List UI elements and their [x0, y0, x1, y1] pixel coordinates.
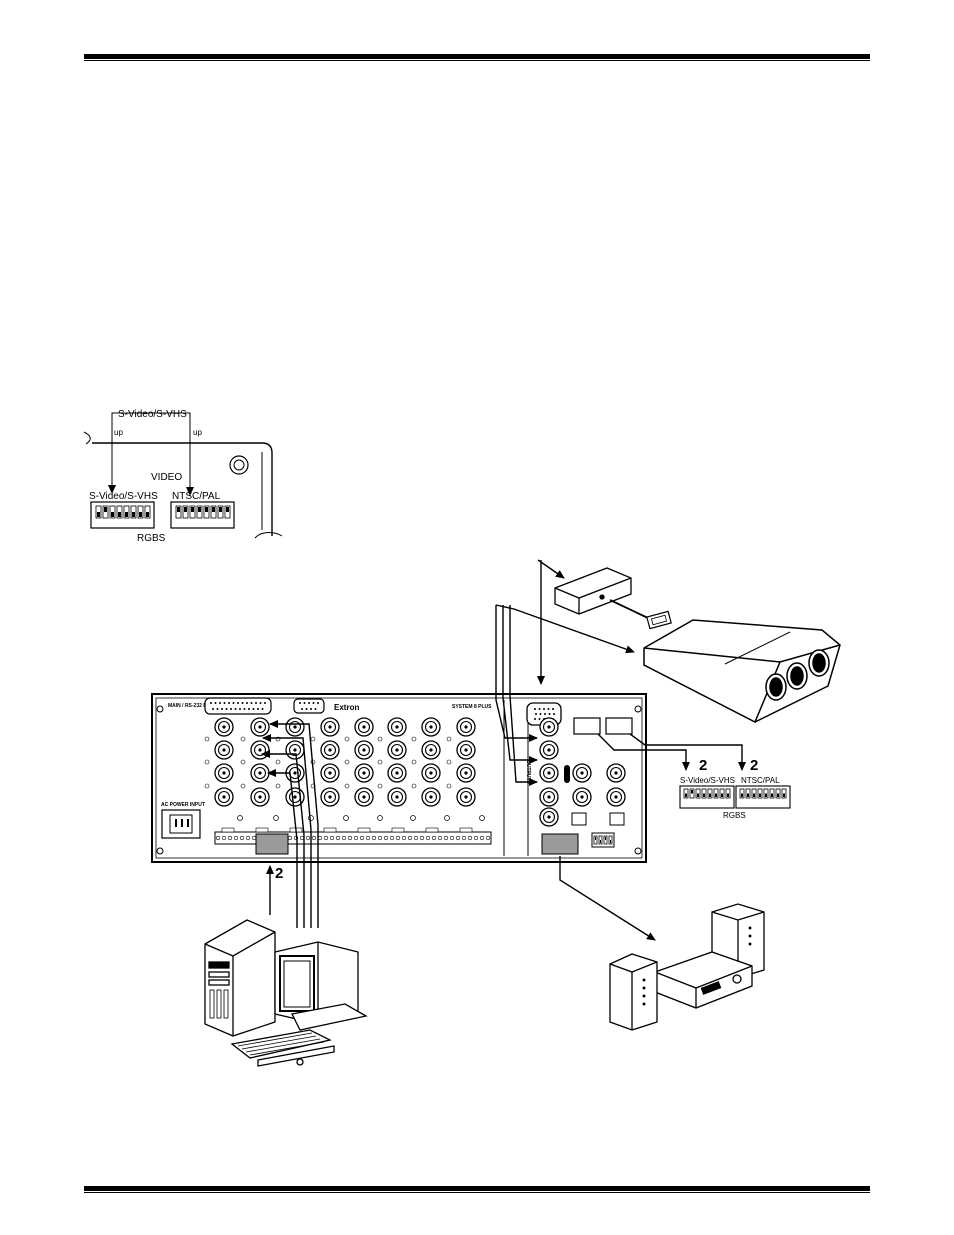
footer-rule	[84, 1186, 870, 1191]
output-dip-switch-icon	[591, 832, 615, 848]
inset-up-left: up	[114, 428, 123, 437]
header-rule-thin	[84, 60, 870, 61]
input-audio-block	[255, 833, 289, 855]
switch-count-left: 2	[699, 757, 707, 774]
screw-icon	[229, 455, 249, 475]
inset-switch-right-label: NTSC/PAL	[172, 491, 221, 502]
projector-device	[643, 619, 841, 723]
output-dip-switch-detail: S-Video/S-VHS NTSC/PAL RGBS	[679, 776, 791, 820]
db9-connector-icon	[293, 698, 325, 714]
inset-video-label: VIDEO	[151, 472, 182, 483]
rear-panel: MAIN / RS-232 REMOTE Extron SYSTEM 8 PLU…	[151, 693, 647, 863]
computer-device	[204, 919, 368, 1067]
inset-rgbs-label: RGBS	[137, 533, 166, 544]
rj-port-left-icon	[571, 812, 587, 826]
ac-power-label: AC POWER INPUT	[161, 802, 205, 808]
header-rule	[84, 54, 870, 59]
dip-switch-left	[90, 501, 155, 529]
output-switch-right	[605, 717, 633, 735]
cables	[261, 559, 746, 941]
output-audio-block	[541, 833, 579, 855]
db25-connector-icon	[204, 697, 272, 715]
right-switch-right-label: NTSC/PAL	[741, 776, 780, 785]
output-toggle-icon	[564, 765, 570, 783]
scan-converter-device	[554, 567, 672, 630]
output-switch-left	[573, 717, 601, 735]
dip-switch-right	[170, 501, 235, 529]
right-rgbs-label: RGBS	[723, 811, 746, 820]
inset-bracket-label: S-Video/S-VHS	[118, 409, 187, 420]
bnc-input-grid	[204, 717, 485, 821]
model-label: SYSTEM 8 PLUS	[452, 704, 492, 710]
outputs-label: OUTPUTS	[525, 760, 531, 785]
inset-up-right: up	[193, 428, 202, 437]
rj-port-right-icon	[609, 812, 625, 826]
computer-audio-count: 2	[275, 865, 283, 882]
brand-label: Extron	[334, 703, 359, 712]
switch-count-right: 2	[750, 757, 758, 774]
footer-rule-thin	[84, 1192, 870, 1193]
remote-label: MAIN / RS-232 REMOTE	[168, 703, 225, 709]
right-switch-left-label: S-Video/S-VHS	[680, 776, 735, 785]
dip-switch-inset: S-Video/S-VHS up up VIDEO S-Video/S-VHS …	[83, 409, 283, 544]
inset-switch-left-label: S-Video/S-VHS	[89, 491, 158, 502]
audio-system-device	[609, 903, 765, 1031]
